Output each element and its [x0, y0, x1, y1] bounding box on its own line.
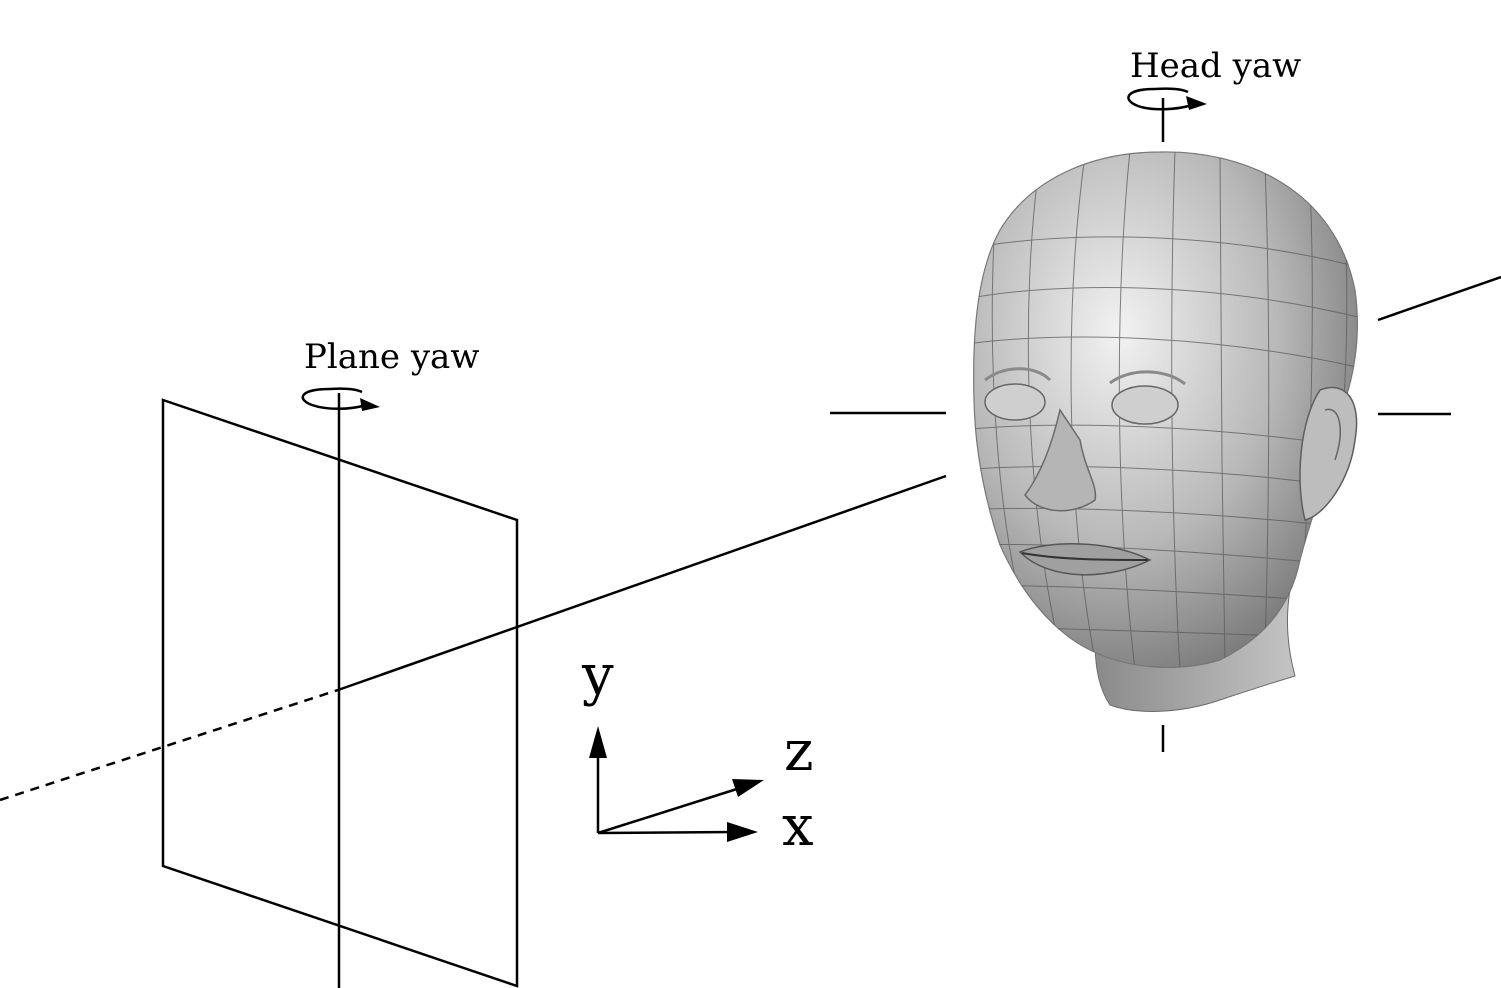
optical-axis-solid: [337, 474, 947, 692]
image-plane: [161, 398, 519, 988]
x-arrowhead-icon: [727, 822, 758, 842]
y-arrowhead-icon: [589, 726, 607, 758]
head-mesh-icon: [973, 151, 1358, 712]
head-yaw-label: Head yaw: [1130, 46, 1301, 86]
z-axis-label: z: [784, 719, 814, 784]
right-eye: [1111, 385, 1179, 425]
coordinate-axes: [589, 726, 764, 842]
optical-axis-exit: [1377, 275, 1501, 322]
optical-axis-dashed: [0, 688, 339, 802]
nose: [1024, 408, 1097, 512]
x-axis-label: x: [782, 794, 814, 859]
head-yaw-rotation-arrow-icon: [1127, 87, 1207, 111]
plane-yaw-rotation-arrow-icon: [301, 387, 380, 411]
y-axis-label: y: [581, 643, 614, 708]
ear: [1299, 386, 1358, 521]
left-eye: [984, 383, 1046, 421]
plane-yaw-label: Plane yaw: [304, 337, 479, 377]
z-arrowhead-icon: [732, 779, 764, 797]
